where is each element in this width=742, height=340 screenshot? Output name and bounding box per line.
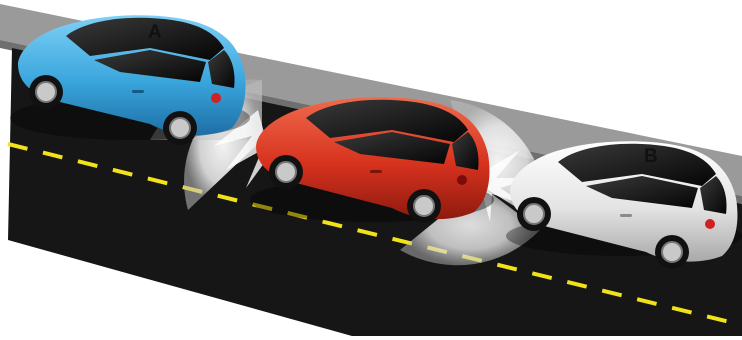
car-b-label: B [644, 146, 658, 167]
car-b-taillight [705, 219, 715, 229]
car-b-door-handle [620, 214, 632, 217]
car-b: B [506, 141, 742, 269]
car-a-rear-wheel [163, 111, 197, 145]
car-a: A [10, 15, 250, 145]
car-middle [250, 97, 494, 223]
car-a-label: A [148, 22, 162, 43]
car-middle-rear-wheel [407, 189, 441, 223]
car-middle-door-handle [370, 170, 382, 173]
car-middle-taillight [457, 175, 467, 185]
car-a-front-wheel [29, 75, 63, 109]
car-a-taillight [211, 93, 221, 103]
car-middle-front-wheel [269, 155, 303, 189]
car-b-rear-wheel [655, 235, 689, 269]
car-a-door-handle [132, 90, 144, 93]
car-b-front-wheel [517, 197, 551, 231]
